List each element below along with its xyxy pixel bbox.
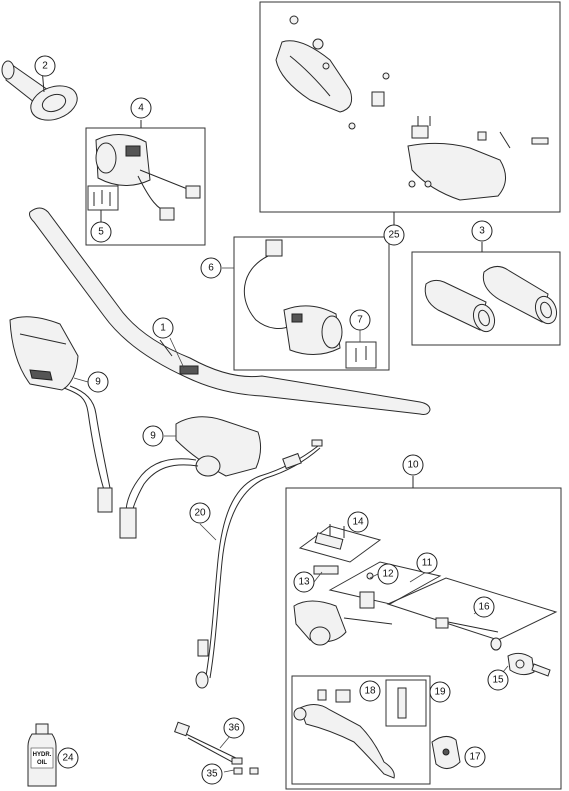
callout-24: 24	[57, 747, 79, 769]
callout-6: 6	[200, 257, 222, 279]
callout-2: 2	[34, 55, 56, 77]
svg-text:1: 1	[160, 323, 166, 334]
callout-20: 20	[189, 502, 211, 524]
callout-9-right: 9	[142, 425, 164, 447]
handguard-box-25	[259, 1, 561, 213]
callout-15: 15	[487, 669, 509, 691]
svg-text:12: 12	[382, 569, 394, 580]
callout-5: 5	[90, 221, 112, 243]
callout-19: 19	[429, 681, 451, 703]
svg-text:36: 36	[228, 723, 240, 734]
mirror-part-9-left	[9, 316, 113, 513]
callout-17: 17	[464, 746, 486, 768]
svg-text:9: 9	[150, 431, 156, 442]
switch-part-6	[243, 239, 343, 355]
svg-text:35: 35	[206, 769, 218, 780]
callout-10: 10	[402, 454, 424, 476]
grips-part-3	[424, 242, 558, 333]
svg-text:13: 13	[298, 577, 310, 588]
callout-3: 3	[471, 220, 493, 242]
svg-text:5: 5	[98, 227, 104, 238]
svg-text:10: 10	[407, 460, 419, 471]
svg-text:11: 11	[422, 558, 433, 569]
oil-bottle-part-24: HYDR. OIL	[27, 723, 57, 787]
callout-25: 25	[383, 224, 405, 246]
callout-7: 7	[349, 309, 371, 331]
svg-text:16: 16	[478, 602, 490, 613]
callout-4: 4	[130, 97, 152, 119]
svg-text:19: 19	[434, 687, 446, 698]
svg-text:18: 18	[364, 686, 376, 697]
handlebar-part-1	[29, 207, 431, 415]
callout-18: 18	[359, 680, 381, 702]
brake-switch-part-36	[174, 721, 243, 765]
svg-text:9: 9	[95, 377, 101, 388]
switch-box-6	[233, 236, 390, 371]
screws-part-7	[345, 341, 377, 369]
switch-box-4	[85, 127, 206, 246]
cable-part-20	[195, 439, 323, 689]
screws-part-5	[87, 185, 119, 222]
callout-13: 13	[293, 571, 315, 593]
switch-part-4	[95, 120, 201, 221]
brake-box-10	[285, 487, 562, 790]
svg-text:3: 3	[479, 226, 485, 237]
callout-12: 12	[377, 563, 399, 585]
svg-text:15: 15	[492, 675, 504, 686]
handguard-part-25	[275, 15, 549, 225]
callout-1: 1	[152, 317, 174, 339]
callout-16: 16	[473, 596, 495, 618]
bottle-label-line2: OIL	[37, 760, 47, 766]
svg-text:24: 24	[62, 753, 74, 764]
callout-36: 36	[223, 717, 245, 739]
svg-text:20: 20	[194, 508, 206, 519]
connector-part-35	[233, 767, 259, 775]
mirror-part-9-right	[119, 416, 262, 539]
callout-9-left: 9	[87, 371, 109, 393]
callout-35: 35	[201, 763, 223, 785]
callout-14: 14	[347, 511, 369, 533]
svg-text:2: 2	[42, 61, 48, 72]
svg-text:14: 14	[352, 517, 364, 528]
grips-box-3	[411, 251, 561, 346]
bottle-label-line1: HYDR.	[33, 752, 52, 758]
svg-text:7: 7	[357, 315, 363, 326]
svg-text:25: 25	[388, 230, 400, 241]
brake-parts-10	[291, 524, 558, 785]
callout-11: 11	[416, 552, 438, 574]
svg-text:17: 17	[469, 752, 481, 763]
svg-text:6: 6	[208, 263, 214, 274]
svg-text:4: 4	[138, 103, 144, 114]
